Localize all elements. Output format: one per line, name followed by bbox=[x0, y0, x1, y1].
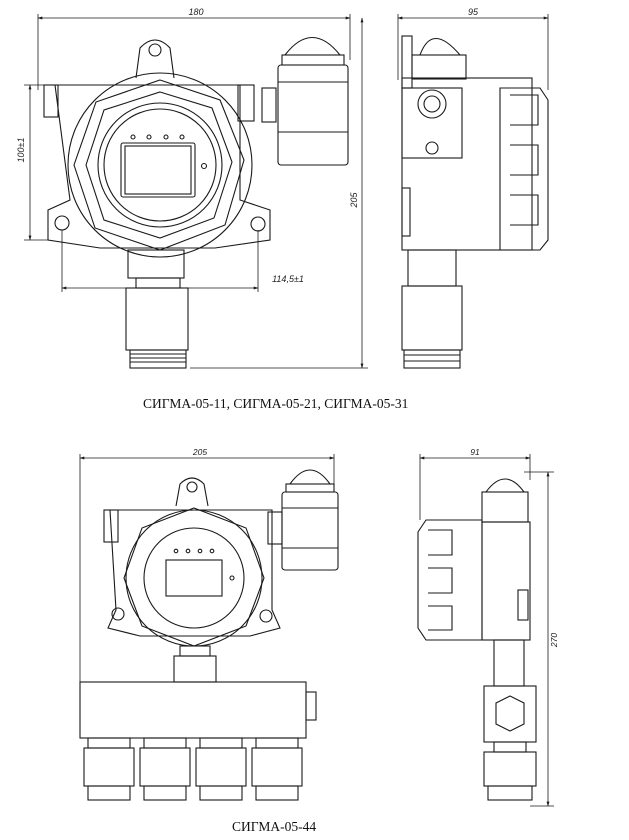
dim-bottom-front-width: 205 bbox=[192, 447, 207, 457]
dim-bottom-side-depth: 91 bbox=[470, 447, 480, 457]
bottom-front-view bbox=[79, 469, 339, 801]
dim-top-height: 205 bbox=[349, 192, 359, 209]
bottom-side-dimensions bbox=[419, 454, 554, 807]
top-side-view bbox=[401, 35, 549, 369]
top-front-dimensions bbox=[24, 14, 368, 369]
dim-bottom-height: 270 bbox=[549, 633, 559, 648]
dim-top-front-width: 180 bbox=[188, 7, 203, 17]
bottom-side-view bbox=[417, 478, 537, 801]
dim-top-lower-width: 114,5±1 bbox=[272, 274, 304, 284]
bottom-front-dimensions bbox=[79, 454, 335, 682]
top-side-dimensions bbox=[397, 14, 549, 90]
top-models-caption: СИГМА-05-11, СИГМА-05-21, СИГМА-05-31 bbox=[143, 396, 409, 411]
dim-top-mount-spacing: 100±1 bbox=[16, 138, 26, 163]
bottom-model-caption: СИГМА-05-44 bbox=[232, 819, 317, 834]
dim-top-side-depth: 95 bbox=[468, 7, 479, 17]
top-front-view bbox=[43, 37, 349, 369]
